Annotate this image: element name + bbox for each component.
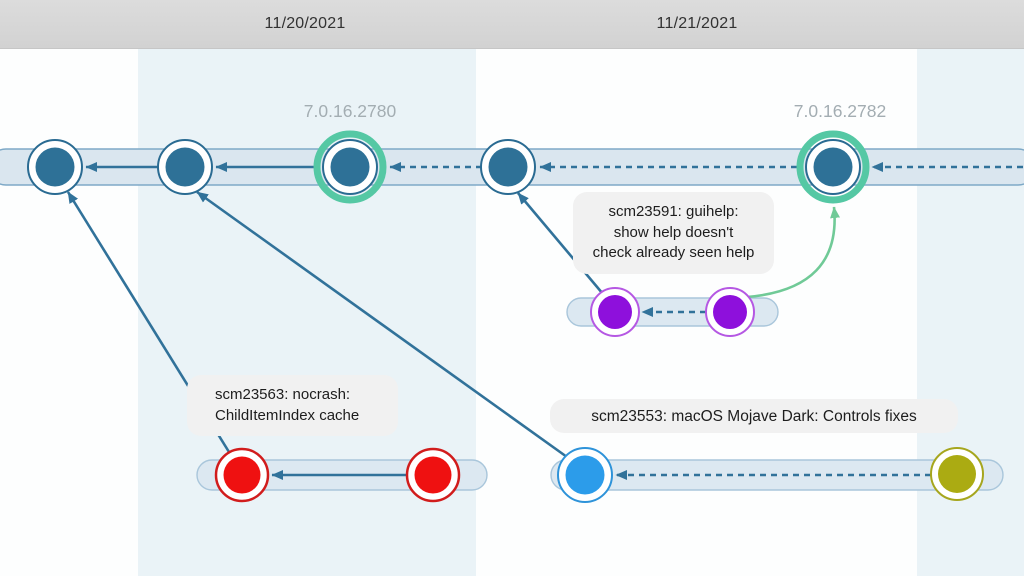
scm23553-changesets bbox=[557, 447, 984, 503]
tag-ring-2780 bbox=[313, 130, 387, 204]
trunk-changeset-4[interactable] bbox=[480, 139, 536, 195]
date-label: 11/21/2021 bbox=[656, 15, 738, 32]
scm23553-changeset-2[interactable] bbox=[930, 447, 984, 501]
scm23591-changeset-2[interactable] bbox=[705, 287, 755, 337]
trunk-changeset-1[interactable] bbox=[27, 139, 83, 195]
branch-tooltip-scm23563: scm23563: nocrash: ChildItemIndex cache bbox=[187, 375, 398, 437]
scm23591-changeset-1[interactable] bbox=[590, 287, 640, 337]
branch-tooltip-scm23591: scm23591: guihelp: show help doesn't che… bbox=[573, 192, 774, 275]
merge-arrow bbox=[746, 206, 841, 299]
date-header-bar: 11/20/2021 11/21/2021 bbox=[0, 0, 1024, 49]
trunk-changeset-2[interactable] bbox=[157, 139, 213, 195]
scm23563-changeset-2[interactable] bbox=[405, 447, 461, 503]
scm23563-changeset-1[interactable] bbox=[214, 447, 270, 503]
trunk-changeset-2780[interactable] bbox=[322, 139, 378, 195]
scm23553-changeset-1[interactable] bbox=[557, 447, 613, 503]
edge-diagonal bbox=[517, 192, 604, 295]
date-label: 11/20/2021 bbox=[264, 15, 346, 32]
trunk-changeset-2782[interactable] bbox=[805, 139, 861, 195]
edge-diagonal bbox=[196, 190, 568, 459]
scm23591-changesets bbox=[590, 287, 755, 337]
tag-ring-2782 bbox=[796, 130, 870, 204]
version-tag-label: 7.0.16.2780 bbox=[303, 101, 397, 121]
branch-tooltip-scm23553: scm23553: macOS Mojave Dark: Controls fi… bbox=[550, 399, 958, 433]
scm23563-changesets bbox=[214, 447, 461, 503]
version-tag-label: 7.0.16.2782 bbox=[793, 101, 887, 121]
trunk-changesets bbox=[27, 139, 861, 195]
